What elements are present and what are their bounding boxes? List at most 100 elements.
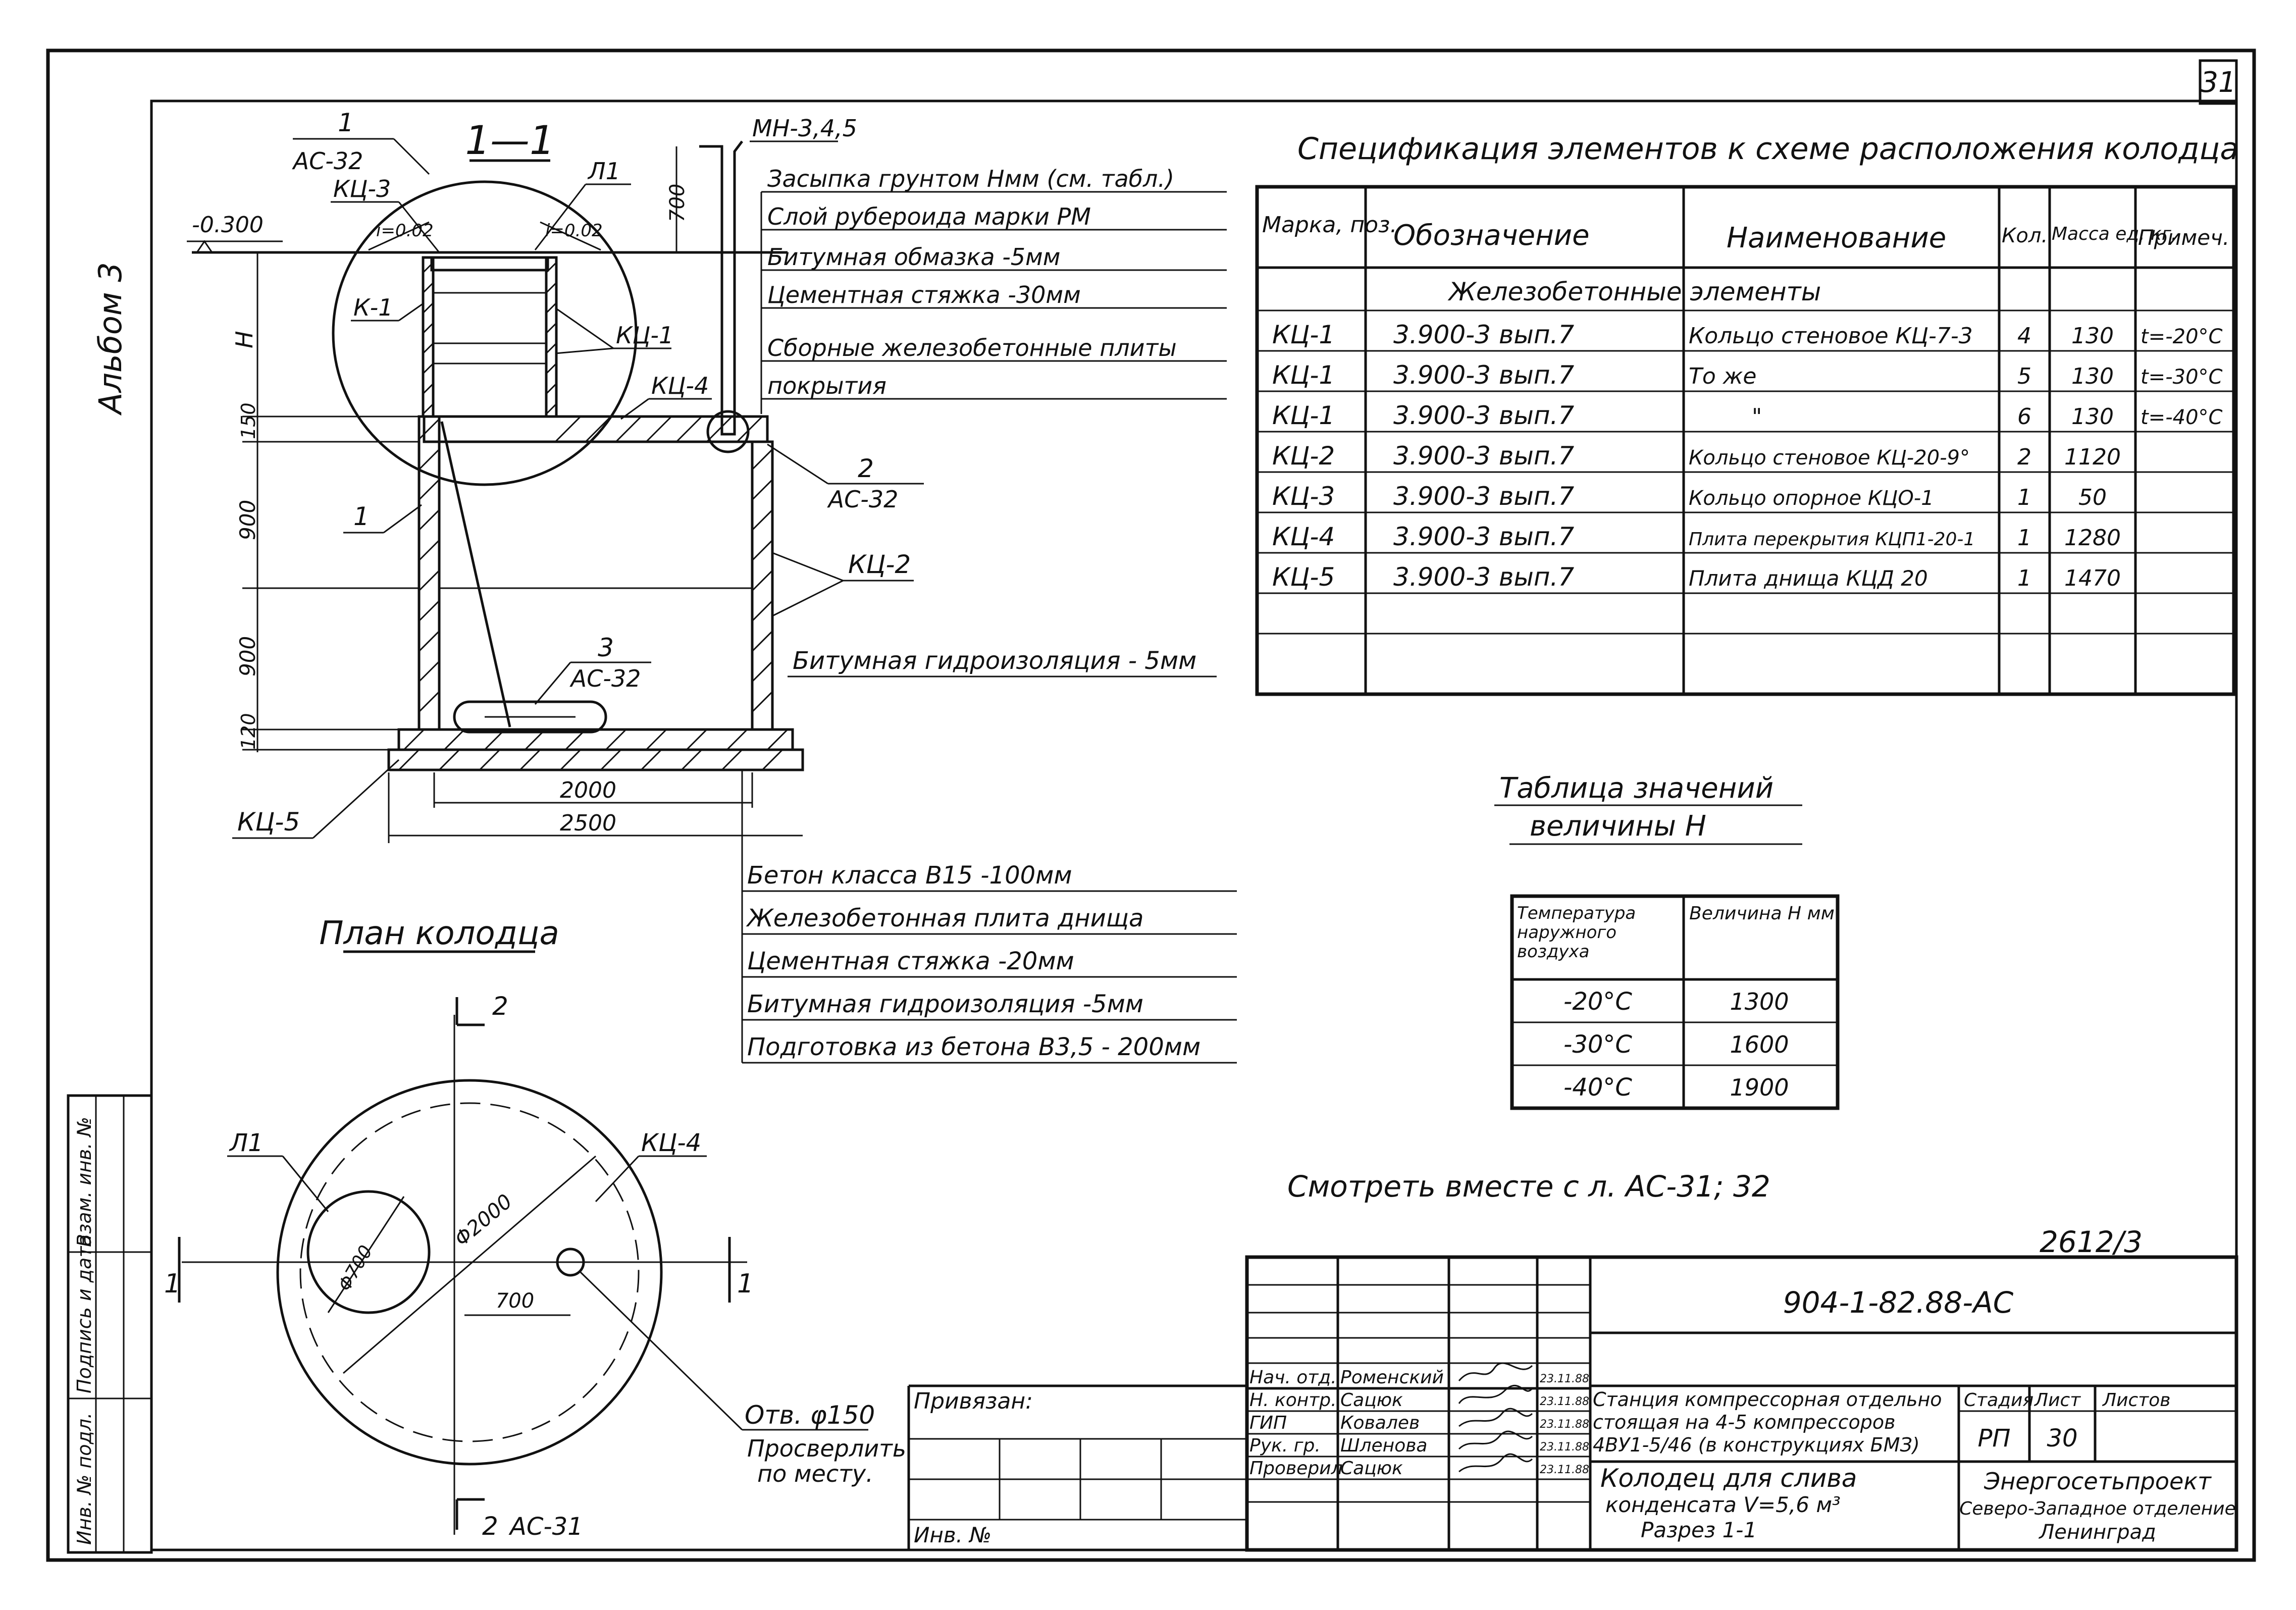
tb-station-3: 4ВУ1-5/46 (в конструкциях БМЗ) (1593, 1434, 1920, 1456)
dim-700: 700 (666, 184, 689, 222)
spec-row: КЦ-2 3.900-3 вып.7 Кольцо стеновое КЦ-20… (1272, 441, 2121, 471)
callout-right-sheet: АС-32 (827, 486, 899, 513)
svg-text:3.900-3 вып.7: 3.900-3 вып.7 (1393, 522, 1574, 551)
plan-hole-note-2: по месту. (757, 1460, 873, 1487)
pipe-label: МН-3,4,5 (752, 115, 857, 142)
dim-120: 120 (237, 713, 259, 750)
dim-2500: 2500 (560, 810, 616, 836)
svg-text:КЦ-3: КЦ-3 (1272, 482, 1335, 511)
htable-row: -40°C 1900 (1563, 1073, 1789, 1102)
svg-text:1: 1 (2017, 565, 2031, 591)
section-title: 1—1 (465, 118, 554, 164)
tb-org-2: Северо-Западное отделение (1959, 1498, 2236, 1519)
spec-head-mark: Марка, поз. (1262, 212, 1397, 238)
spec-row: КЦ-5 3.900-3 вып.7 Плита днища КЦД 20 1 … (1272, 562, 2121, 592)
plan-offset: 700 (496, 1289, 534, 1313)
tb-stage-head: Стадия (1964, 1390, 2033, 1411)
left-strip: Инв. № подл. Подпись и дата Взам. инв. № (67, 1094, 153, 1554)
svg-text:6: 6 (2017, 404, 2031, 430)
tb-signature (1458, 1362, 1533, 1381)
detail-circle (332, 180, 638, 486)
spec-row: КЦ-3 3.900-3 вып.7 Кольцо опорное КЦО-1 … (1272, 482, 2107, 511)
svg-text:3.900-3 вып.7: 3.900-3 вып.7 (1393, 562, 1574, 592)
strip-sign-label: Подпись и дата (73, 1234, 95, 1393)
bottom-layer-1: Бетон класса В15 -100мм (747, 861, 1072, 890)
callout-bottom-sheet: АС-32 (569, 665, 641, 692)
svg-text:t=-40°C: t=-40°C (2141, 406, 2223, 429)
tb-signature (1458, 1408, 1533, 1427)
svg-text:КЦ-4: КЦ-4 (1272, 522, 1335, 551)
tb-org-1: Энергосетьпроект (1984, 1468, 2212, 1495)
top-layer-5: Сборные железобетонные плиты (767, 334, 1177, 361)
svg-text:130: 130 (2071, 363, 2114, 389)
dim-900a: 900 (235, 500, 260, 540)
svg-text:t=-20°C: t=-20°C (2141, 325, 2223, 348)
label-kts1: КЦ-1 (616, 322, 673, 349)
tb-sheet-head: Лист (2033, 1390, 2081, 1411)
label-1: 1 (353, 502, 370, 531)
svg-text:КЦ-1: КЦ-1 (1272, 401, 1335, 430)
bottom-layer-3: Цементная стяжка -20мм (747, 947, 1074, 975)
plan-hole-note-1: Просверлить (747, 1435, 906, 1462)
svg-text:3.900-3 вып.7: 3.900-3 вып.7 (1393, 441, 1574, 471)
spec-table: Спецификация элементов к схеме расположе… (1255, 131, 2238, 696)
callout-top-sheet: АС-32 (292, 147, 363, 175)
label-kts5: КЦ-5 (237, 807, 300, 837)
svg-text:": " (1752, 404, 1762, 430)
svg-text:1600: 1600 (1730, 1031, 1789, 1058)
h-values-table: Таблица значений величины H Температура … (1494, 772, 1840, 1110)
svg-text:Кольцо стеновое КЦ-20-9°: Кольцо стеновое КЦ-20-9° (1689, 446, 1970, 470)
htable-row: -30°C 1600 (1563, 1030, 1789, 1059)
label-kts2: КЦ-2 (848, 550, 911, 579)
svg-text:3.900-3 вып.7: 3.900-3 вып.7 (1393, 320, 1574, 349)
bottom-layer-5: Подготовка из бетона В3,5 - 200мм (747, 1033, 1201, 1061)
tb-date: 23.11.88 (1540, 1395, 1589, 1408)
callout-bottom-num: 3 (598, 633, 614, 662)
tb-date: 23.11.88 (1540, 1373, 1589, 1385)
svg-text:1470: 1470 (2064, 565, 2121, 591)
top-layer-4: Цементная стяжка -30мм (767, 281, 1081, 308)
svg-text:-40°C: -40°C (1563, 1073, 1632, 1102)
tb-station-2: стоящая на 4-5 компрессоров (1593, 1411, 1896, 1433)
htable-title-2: величины H (1530, 810, 1706, 843)
outer-frame (46, 48, 2256, 1562)
spec-head-qty: Кол. (2002, 224, 2048, 247)
svg-text:Плита днища КЦД 20: Плита днища КЦД 20 (1689, 566, 1928, 591)
bottom-layer-4: Битумная гидроизоляция -5мм (747, 990, 1143, 1018)
plan-dia-outer: Φ2000 (450, 1190, 517, 1251)
wall-note: Битумная гидроизоляция - 5мм (793, 647, 1196, 675)
htable-title-1: Таблица значений (1499, 772, 1773, 805)
tb-role: Проверил (1249, 1458, 1343, 1479)
svg-text:3.900-3 вып.7: 3.900-3 вып.7 (1393, 401, 1574, 430)
label-l1: Л1 (587, 158, 620, 185)
plan-dia-inner: Φ700 (334, 1242, 377, 1295)
label-k1: К-1 (353, 294, 393, 321)
plan-manhole (306, 1190, 431, 1314)
callout-top-num: 1 (338, 108, 354, 137)
htable-row: -20°C 1300 (1563, 988, 1789, 1016)
svg-text:3.900-3 вып.7: 3.900-3 вып.7 (1393, 360, 1574, 390)
svg-text:3.900-3 вып.7: 3.900-3 вып.7 (1393, 482, 1574, 511)
svg-text:5: 5 (2017, 363, 2031, 389)
tb-name: Сацюк (1340, 1390, 1403, 1411)
spec-head-note: Примеч. (2138, 225, 2229, 250)
tb-signature (1458, 1430, 1533, 1450)
plan-label-kts4: КЦ-4 (641, 1129, 701, 1157)
tb-date: 23.11.88 (1540, 1441, 1589, 1453)
svg-text:t=-30°C: t=-30°C (2141, 366, 2223, 389)
svg-text:4: 4 (2017, 323, 2031, 349)
plan-view: План колодца Φ2000 Φ700 700 2 2 АС-31 1 … (164, 915, 906, 1541)
svg-text:КЦ-2: КЦ-2 (1272, 441, 1335, 471)
plan-label-l1: Л1 (229, 1129, 264, 1157)
label-kts3: КЦ-3 (333, 175, 391, 202)
svg-text:50: 50 (2078, 485, 2107, 510)
tb-role: Рук. гр. (1249, 1435, 1321, 1456)
plan-cut-bottom: 2 (482, 1512, 498, 1541)
album-label: Альбом 3 (92, 262, 129, 416)
tb-date: 23.11.88 (1540, 1418, 1589, 1431)
tb-object-3: Разрез 1-1 (1641, 1518, 1757, 1542)
tb-privyazan: Привязан: (914, 1388, 1033, 1414)
level-mark: -0.300 (192, 212, 264, 238)
tb-role: Нач. отд. (1249, 1367, 1337, 1388)
